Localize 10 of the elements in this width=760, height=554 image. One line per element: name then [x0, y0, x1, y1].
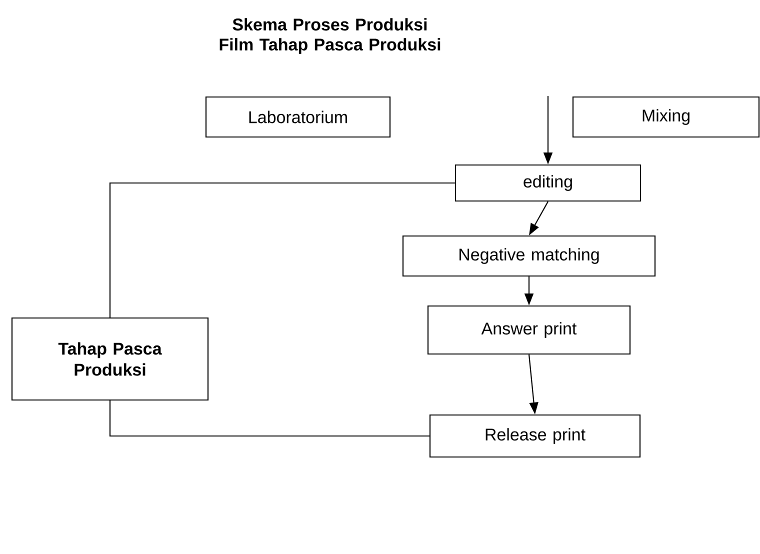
connector-line — [109, 400, 430, 437]
process-box: Answer print — [427, 305, 631, 355]
process-box: Negative matching — [402, 235, 656, 277]
title: Skema Proses Produksi Film Tahap Pasca Produksi — [220, 18, 440, 54]
process-box: editing — [454, 164, 642, 202]
process-box: Mixing — [572, 96, 760, 138]
connector-line — [109, 182, 455, 318]
process-box: Tahap Pasca Produksi — [11, 317, 209, 401]
process-box: Laboratorium — [205, 96, 391, 138]
process-box: Release print — [429, 414, 641, 458]
